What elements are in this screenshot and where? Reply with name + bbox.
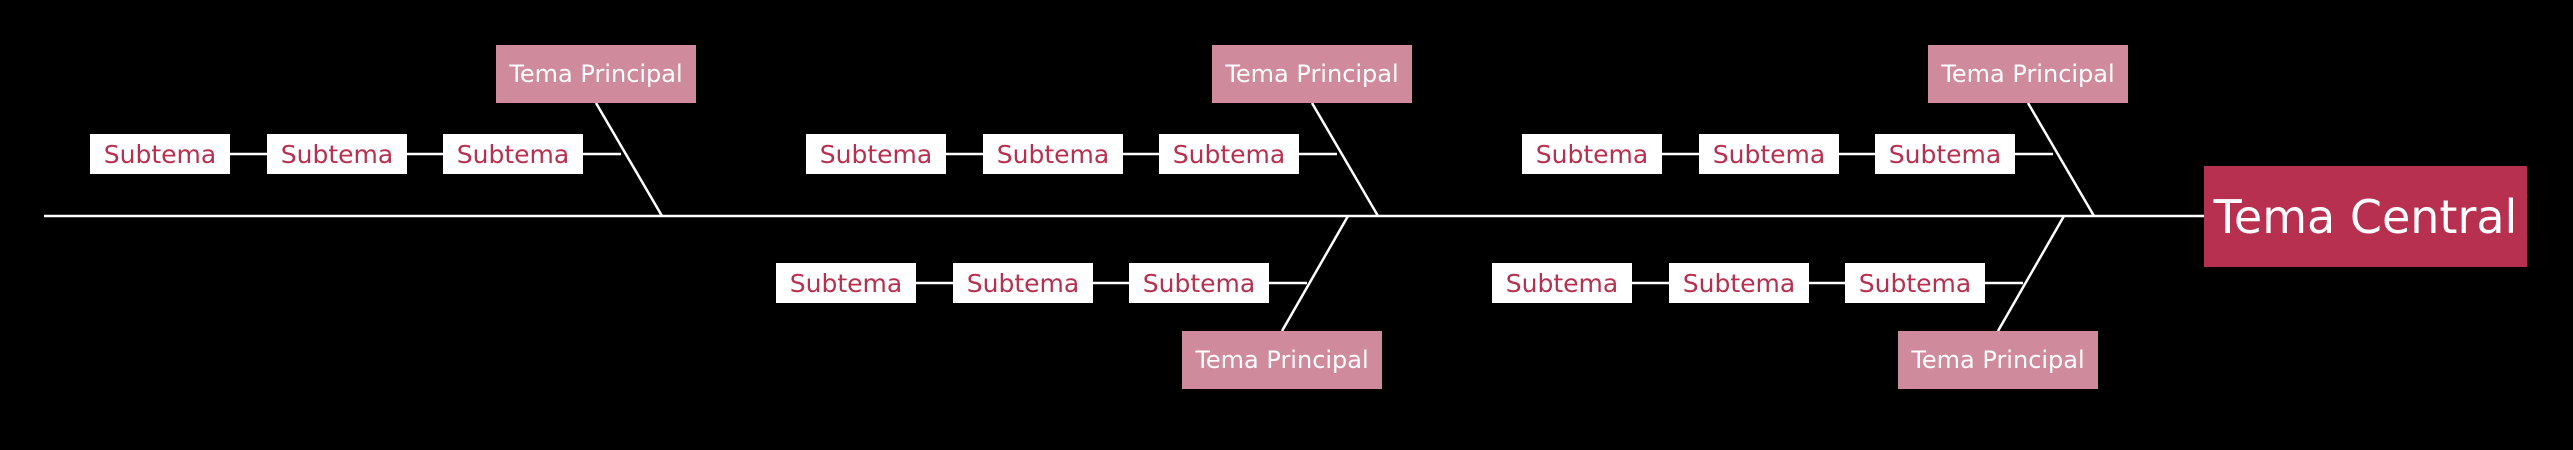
principal-topic-label: Tema Principal — [1941, 60, 2115, 88]
branch-3-diagonal — [1280, 215, 1350, 332]
subtopic-2-0[interactable]: Subtema — [1522, 134, 1662, 174]
subtopic-label: Subtema — [996, 139, 1110, 169]
subtopic-label: Subtema — [1682, 268, 1796, 298]
subtopic-1-0[interactable]: Subtema — [806, 134, 946, 174]
subtopic-3-1[interactable]: Subtema — [953, 263, 1093, 303]
subtopic-label: Subtema — [280, 139, 394, 169]
subtopic-label: Subtema — [819, 139, 933, 169]
branch-1-diagonal — [1310, 102, 1380, 217]
principal-topic-label: Tema Principal — [1225, 60, 1399, 88]
central-topic[interactable]: Tema Central — [2204, 166, 2527, 267]
subtopic-2-2[interactable]: Subtema — [1875, 134, 2015, 174]
subtopic-label: Subtema — [1888, 139, 2002, 169]
subtopic-0-2[interactable]: Subtema — [443, 134, 583, 174]
subtopic-3-0[interactable]: Subtema — [776, 263, 916, 303]
principal-topic-label: Tema Principal — [1911, 346, 2085, 374]
subtopic-2-1[interactable]: Subtema — [1699, 134, 1839, 174]
subtopic-label: Subtema — [456, 139, 570, 169]
branch-4-diagonal — [1996, 215, 2066, 332]
principal-topic-1[interactable]: Tema Principal — [1212, 45, 1412, 103]
subtopic-0-0[interactable]: Subtema — [90, 134, 230, 174]
principal-topic-label: Tema Principal — [509, 60, 683, 88]
subtopic-label: Subtema — [1712, 139, 1826, 169]
subtopic-1-1[interactable]: Subtema — [983, 134, 1123, 174]
principal-topic-4[interactable]: Tema Principal — [1898, 331, 2098, 389]
principal-topic-0[interactable]: Tema Principal — [496, 45, 696, 103]
subtopic-label: Subtema — [1858, 268, 1972, 298]
subtopic-label: Subtema — [1505, 268, 1619, 298]
subtopic-4-0[interactable]: Subtema — [1492, 263, 1632, 303]
subtopic-4-1[interactable]: Subtema — [1669, 263, 1809, 303]
subtopic-label: Subtema — [1172, 139, 1286, 169]
central-topic-label: Tema Central — [2213, 189, 2518, 244]
principal-topic-2[interactable]: Tema Principal — [1928, 45, 2128, 103]
subtopic-label: Subtema — [1142, 268, 1256, 298]
principal-topic-label: Tema Principal — [1195, 346, 1369, 374]
principal-topic-3[interactable]: Tema Principal — [1182, 331, 1382, 389]
subtopic-label: Subtema — [966, 268, 1080, 298]
branch-0-diagonal — [594, 102, 664, 217]
subtopic-label: Subtema — [1535, 139, 1649, 169]
branch-2-diagonal — [2026, 102, 2096, 217]
subtopic-label: Subtema — [103, 139, 217, 169]
subtopic-3-2[interactable]: Subtema — [1129, 263, 1269, 303]
subtopic-4-2[interactable]: Subtema — [1845, 263, 1985, 303]
subtopic-label: Subtema — [789, 268, 903, 298]
subtopic-1-2[interactable]: Subtema — [1159, 134, 1299, 174]
subtopic-0-1[interactable]: Subtema — [267, 134, 407, 174]
